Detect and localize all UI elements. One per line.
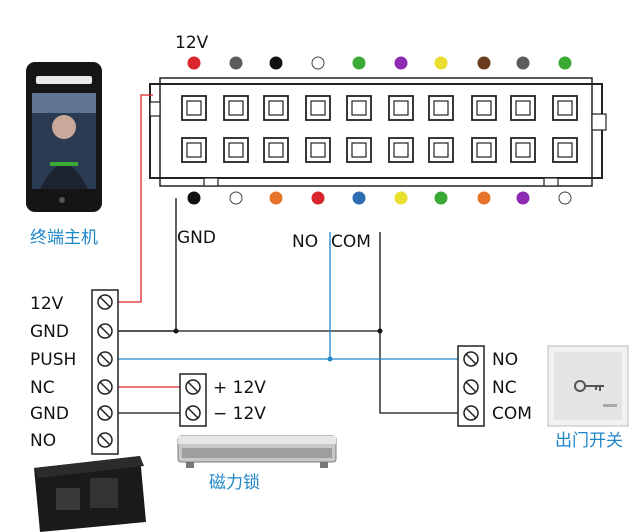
connector-pin — [471, 95, 497, 121]
connector-pin — [223, 137, 249, 163]
lock-terminal-screws — [185, 379, 201, 421]
connector-bottom-dot — [269, 191, 283, 205]
connector-top-dot — [187, 56, 201, 70]
power-terminal-screws — [97, 294, 113, 448]
connector-top-dot — [352, 56, 366, 70]
connector-pin — [388, 95, 414, 121]
connector-top-dot — [516, 56, 530, 70]
terminal-host-device — [26, 62, 102, 212]
connector-bottom-dot — [352, 191, 366, 205]
wire-com — [379, 232, 458, 414]
button-label-no: NO — [492, 350, 518, 370]
connector-block — [149, 77, 607, 187]
power-label-gnd-2: GND — [30, 404, 69, 424]
connector-bottom-dot — [311, 191, 325, 205]
lock-minus-label: − 12V — [213, 404, 266, 424]
connector-top-dot — [434, 56, 448, 70]
connector-pin — [510, 95, 536, 121]
connector-pin — [428, 95, 454, 121]
connector-pin — [471, 137, 497, 163]
power-label-nc: NC — [30, 378, 55, 398]
connector-pin — [223, 95, 249, 121]
power-terminal-labels: 12V GND PUSH NC GND NO — [30, 294, 76, 451]
exit-button-panel — [547, 345, 629, 427]
connector-pin — [181, 137, 207, 163]
connector-bottom-dot — [516, 191, 530, 205]
connector-pin — [552, 137, 578, 163]
connector-top-dots — [187, 56, 572, 70]
connector-top-dot — [558, 56, 572, 70]
connector-top-dot — [477, 56, 491, 70]
button-label-com: COM — [492, 404, 532, 424]
wires — [118, 94, 458, 414]
connector-bottom-dot — [434, 191, 448, 205]
no-wire-label: NO — [292, 232, 318, 252]
connector-top-dot — [269, 56, 283, 70]
connector-pin — [388, 137, 414, 163]
connector-bottom-dot — [187, 191, 201, 205]
connector-pin — [428, 137, 454, 163]
wire-gnd — [118, 198, 177, 332]
wire-12v — [118, 94, 153, 303]
com-wire-label: COM — [331, 232, 371, 252]
connector-pin — [346, 137, 372, 163]
connector-12v-label: 12V — [175, 33, 209, 53]
connector-pin — [181, 95, 207, 121]
connector-pin — [263, 95, 289, 121]
connector-bottom-dots — [187, 191, 572, 205]
power-supply-box — [34, 456, 146, 532]
connector-pin — [305, 137, 331, 163]
button-terminal-screws — [463, 351, 479, 421]
connector-bottom-dot — [394, 191, 408, 205]
power-terminal-strip — [91, 289, 119, 455]
connector-pin — [346, 95, 372, 121]
connector-top-dot — [311, 56, 325, 70]
connector-pin — [510, 137, 536, 163]
connector-pin — [305, 95, 331, 121]
power-label-no: NO — [30, 431, 56, 451]
gnd-wire-label: GND — [177, 228, 216, 248]
power-label-gnd: GND — [30, 322, 69, 342]
connector-bottom-dot — [229, 191, 243, 205]
magnetic-lock — [177, 435, 337, 468]
button-label-nc: NC — [492, 378, 517, 398]
connector-bottom-dot — [477, 191, 491, 205]
key-icon — [574, 380, 604, 392]
connector-bottom-dot — [558, 191, 572, 205]
connector-top-dot — [394, 56, 408, 70]
connector-top-dot — [229, 56, 243, 70]
power-label-12v: 12V — [30, 294, 64, 314]
connector-pin — [263, 137, 289, 163]
exit-button-caption: 出门开关 — [555, 431, 623, 451]
lock-caption: 磁力锁 — [209, 473, 260, 493]
lock-plus-label: + 12V — [213, 378, 266, 398]
connector-pin — [552, 95, 578, 121]
power-label-push: PUSH — [30, 350, 76, 370]
device-caption: 终端主机 — [30, 228, 98, 248]
